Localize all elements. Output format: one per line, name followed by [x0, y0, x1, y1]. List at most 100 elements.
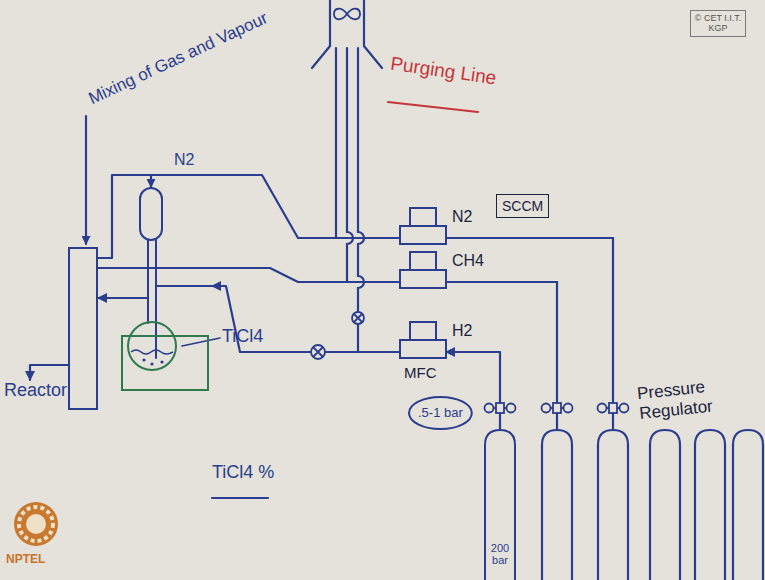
- shape-group: [400, 322, 446, 358]
- gas-pipe: [446, 238, 613, 430]
- valve-cross: [354, 314, 362, 322]
- mfc-outline: [400, 322, 446, 358]
- bubbler-outline: [122, 186, 212, 392]
- shape-group: [485, 430, 515, 580]
- gas-bubble: [150, 362, 153, 365]
- gas-name: N2: [452, 208, 498, 226]
- fraction-line: [212, 497, 268, 499]
- pipe-connector: [98, 297, 122, 299]
- gas-cylinder: [542, 430, 572, 580]
- regulator-gauge: [485, 404, 494, 413]
- unit-text: SCCM: [502, 198, 543, 214]
- regulator-gauge: [598, 404, 607, 413]
- regulator-gauge: [542, 404, 551, 413]
- symbol-group: [311, 312, 629, 413]
- logo-center: [26, 514, 46, 534]
- controller-head: [410, 322, 436, 340]
- chemical-name: TiCl4: [222, 326, 312, 347]
- gas-cylinder: [598, 430, 628, 580]
- controller-head: [410, 252, 436, 270]
- gas-name: H2: [452, 322, 498, 340]
- unit-box: SCCM: [496, 194, 549, 218]
- gas-cylinder: 200 bar: [485, 430, 515, 580]
- vapour-outlet: [122, 297, 148, 299]
- mass-flow-controller: N2: [400, 208, 446, 244]
- liquid-level: [131, 350, 173, 354]
- purge-line: [335, 48, 337, 238]
- regulator-link: [551, 407, 564, 409]
- watermark-text: © CET I.I.T. KGP: [693, 13, 743, 34]
- gas-inlet: [156, 285, 212, 287]
- controller-body: [400, 226, 446, 244]
- mfc-outline: [400, 208, 446, 244]
- controller-body: [400, 270, 446, 288]
- regulator-link: [494, 407, 507, 409]
- watermark: NPTEL: [6, 553, 45, 567]
- regulator-body: [609, 403, 617, 413]
- regulator-gauge: [564, 404, 573, 413]
- mfc-outline: [400, 252, 446, 288]
- regulator-body: [496, 403, 504, 413]
- gas-cylinder: [733, 430, 763, 580]
- gas-cylinder: [650, 430, 680, 580]
- gas-bubble: [160, 360, 163, 363]
- pipe-connector: [212, 286, 400, 352]
- purge-line: [358, 48, 364, 352]
- shape-group: [400, 252, 446, 288]
- valve-symbol: [311, 345, 325, 359]
- controller-body: [400, 340, 446, 358]
- pipe-connector: [98, 175, 400, 258]
- underline: [388, 102, 478, 112]
- gas-bubble: [142, 358, 145, 361]
- ink-group: [86, 0, 763, 580]
- leader-line: [182, 338, 220, 346]
- gas-name: CH4: [452, 252, 498, 270]
- bubbler: TiCl4: [122, 186, 212, 392]
- regulator-gauge: [620, 404, 629, 413]
- valve-symbol: [352, 312, 364, 324]
- pressure-value: .5-1 bar: [408, 396, 473, 430]
- vapour-capsule: [140, 188, 162, 240]
- dip-tube: [148, 240, 156, 358]
- logo-gear: [14, 502, 58, 546]
- mass-flow-controller: H2: [400, 322, 446, 358]
- watermark-box: © CET I.I.T. KGP: [690, 10, 746, 37]
- reactor: Reactor: [4, 380, 67, 401]
- pipe-connector: [30, 365, 68, 380]
- regulator-link: [607, 407, 620, 409]
- note: TiCl4 %: [212, 462, 274, 483]
- reactor-name: Reactor: [4, 380, 67, 401]
- callout-ellipse: [409, 397, 472, 429]
- valve-cross: [313, 347, 323, 357]
- mass-flow-controller: CH4: [400, 252, 446, 288]
- part-label: MFC: [404, 364, 437, 381]
- mixing-chamber: Mixing of Gas and Vapour: [68, 247, 98, 410]
- bath-group: [122, 322, 208, 390]
- section-title: Purging Line: [389, 53, 498, 89]
- leader-arrow: [85, 116, 87, 244]
- shape-group: [400, 208, 446, 244]
- bubbler-flask: [128, 322, 176, 370]
- shape-group: [122, 188, 212, 358]
- cylinder-body: [485, 430, 515, 580]
- regulator-body: [553, 403, 561, 413]
- pipe-connector: [98, 268, 400, 282]
- pipe-label: N2: [172, 151, 196, 169]
- chamber-heading: Mixing of Gas and Vapour: [86, 80, 118, 109]
- part-label: Pressure Regulator: [636, 372, 757, 423]
- shape-group: [409, 397, 472, 429]
- controller-head: [410, 208, 436, 226]
- exhaust-fan: [334, 9, 360, 20]
- regulator-gauge: [507, 404, 516, 413]
- logo-teeth: [19, 507, 53, 541]
- pressure-callout: .5-1 bar: [408, 396, 473, 430]
- purge-line: [347, 48, 353, 282]
- pressure-value: 200 bar: [485, 542, 515, 566]
- leader-arrow: [150, 176, 152, 187]
